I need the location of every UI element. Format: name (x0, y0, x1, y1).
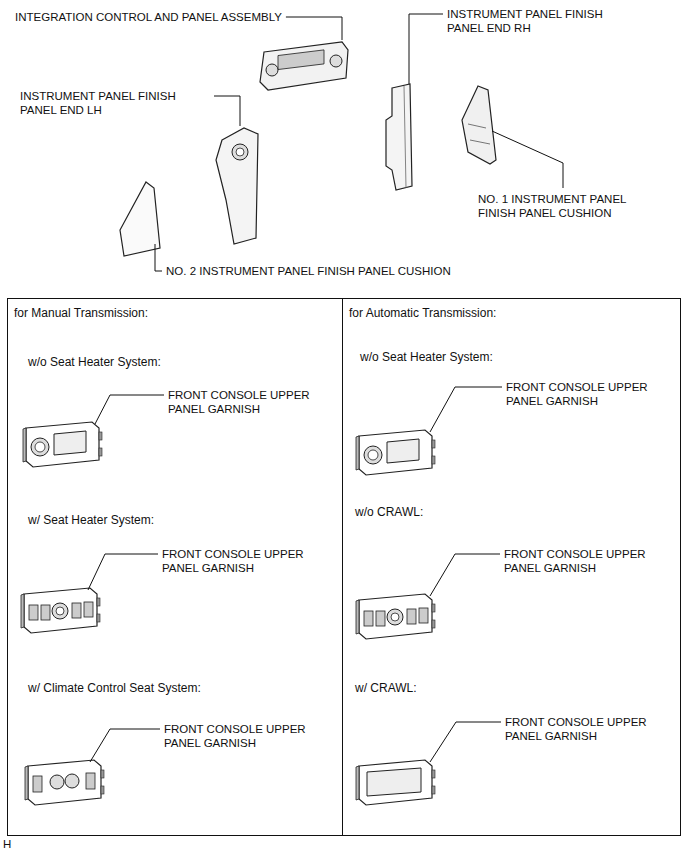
part-name: FRONT CONSOLE UPPER PANEL GARNISH (168, 388, 328, 416)
panel-heading: for Manual Transmission: (8, 299, 342, 321)
leader-line (155, 244, 162, 271)
leader-line (430, 387, 502, 432)
leader-line (409, 14, 443, 84)
leader-line (88, 554, 158, 590)
variant-heading: w/o Seat Heater System: (28, 355, 161, 369)
leader-line (430, 554, 500, 596)
part-name: FRONT CONSOLE UPPER PANEL GARNISH (162, 547, 322, 575)
part-name: INSTRUMENT PANEL FINISH PANEL END RH (447, 7, 637, 35)
part-name: FRONT CONSOLE UPPER PANEL GARNISH (504, 547, 664, 575)
figure-code: H (3, 837, 11, 851)
leader-line (95, 395, 164, 424)
leader-line (214, 96, 240, 126)
variant-heading: w/ CRAWL: (355, 681, 417, 695)
part-name: INTEGRATION CONTROL AND PANEL ASSEMBLY (15, 10, 282, 24)
leader-line (90, 729, 160, 762)
leader-line (430, 722, 501, 762)
part-name: FRONT CONSOLE UPPER PANEL GARNISH (506, 380, 666, 408)
leader-line (286, 17, 342, 40)
part-name: NO. 1 INSTRUMENT PANEL FINISH PANEL CUSH… (478, 192, 663, 220)
variant-heading: w/ Seat Heater System: (28, 513, 154, 527)
part-name: INSTRUMENT PANEL FINISH PANEL END LH (20, 89, 210, 117)
part-name: NO. 2 INSTRUMENT PANEL FINISH PANEL CUSH… (166, 264, 451, 278)
variant-heading: w/o Seat Heater System: (360, 350, 493, 364)
variant-heading: w/ Climate Control Seat System: (28, 681, 201, 695)
leader-line (492, 131, 563, 188)
variant-heading: w/o CRAWL: (355, 505, 423, 519)
panel-heading: for Automatic Transmission: (343, 299, 680, 321)
part-name: FRONT CONSOLE UPPER PANEL GARNISH (164, 722, 324, 750)
part-name: FRONT CONSOLE UPPER PANEL GARNISH (505, 715, 665, 743)
